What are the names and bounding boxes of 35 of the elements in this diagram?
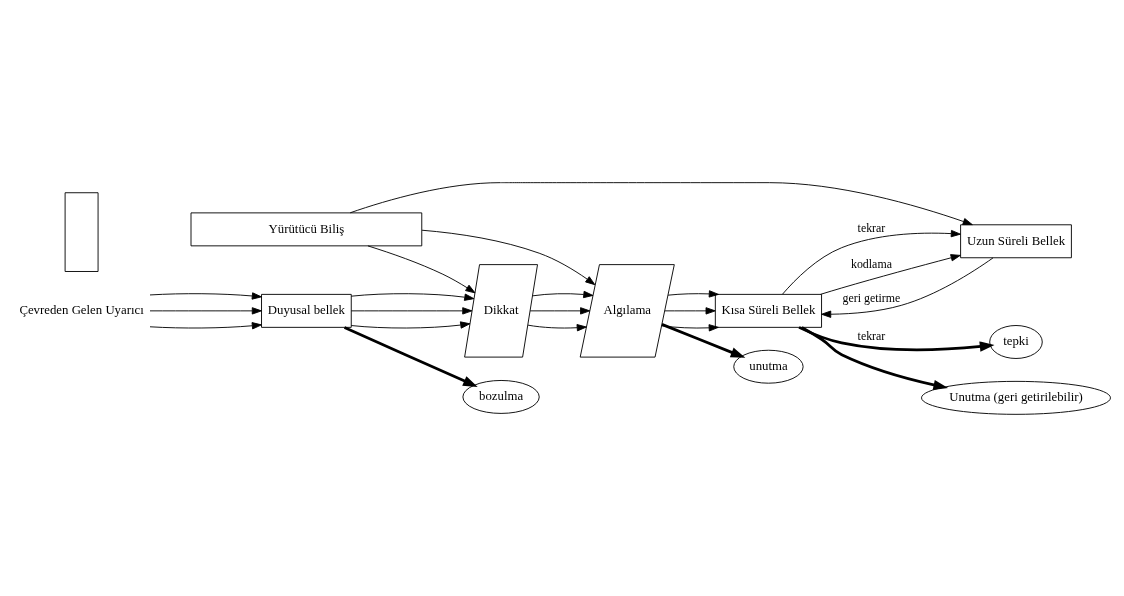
arrow <box>343 325 478 387</box>
arrow <box>527 323 587 331</box>
arrow <box>529 306 591 315</box>
arrow <box>820 253 961 295</box>
arrow <box>149 321 262 329</box>
node-box: Uzun Süreli Bellek <box>960 223 1072 258</box>
arrow <box>798 325 995 352</box>
node-ellipse: bozulma <box>462 379 540 414</box>
node-text: Çevreden Gelen Uyarıcı <box>19 302 144 317</box>
edge-label: tekrar <box>857 328 886 343</box>
arrow <box>801 325 949 390</box>
arrow <box>661 322 746 358</box>
arrow <box>667 289 719 298</box>
node-box: Duyusal bellek <box>261 293 352 328</box>
arrow <box>661 323 719 331</box>
arrow <box>821 257 994 318</box>
arrow <box>350 306 473 315</box>
edge-label: kodlama <box>850 256 892 271</box>
node-box <box>64 191 99 272</box>
node-box: Kısa Süreli Bellek <box>714 293 822 328</box>
node-box: Yürütücü Biliş <box>190 211 423 246</box>
node-ellipse: unutma <box>733 349 804 384</box>
arrow <box>782 229 961 295</box>
arrow <box>664 306 716 315</box>
arrow <box>421 229 596 285</box>
arrow <box>350 292 475 301</box>
arrow <box>367 244 476 293</box>
arrow <box>349 181 973 225</box>
arrow <box>149 306 262 315</box>
arrow <box>532 290 594 298</box>
arrow <box>149 291 262 300</box>
node-ellipse: tepki <box>989 324 1043 359</box>
edge-label: tekrar <box>857 220 886 235</box>
edge-label: geri getirme <box>842 290 901 305</box>
arrow <box>350 320 471 329</box>
